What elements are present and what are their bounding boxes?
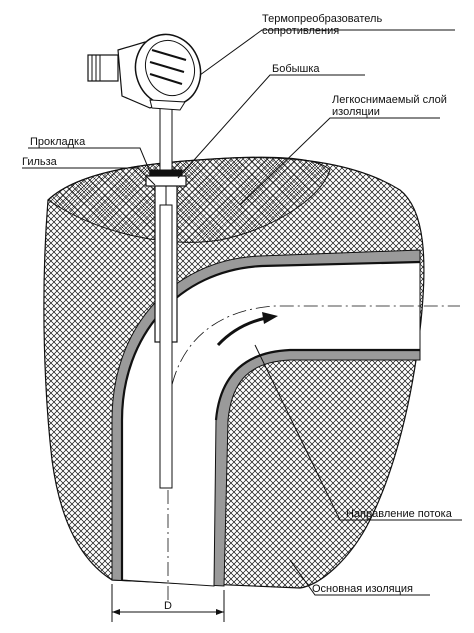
label-main-insulation: Основная изоляция (312, 583, 413, 595)
leader-sensor (199, 29, 455, 76)
label-sensor-line2: сопротивления (262, 25, 339, 37)
label-flow-direction: Направление потока (346, 508, 453, 520)
leader-flow (254, 344, 462, 521)
label-sleeve: Гильза (22, 156, 58, 168)
label-gasket: Прокладка (30, 136, 86, 148)
dim-arrow-left-icon (112, 609, 120, 615)
leader-gasket (28, 147, 151, 173)
label-removable-line2: изоляции (332, 106, 380, 118)
label-sensor-line1: Термопреобразователь (262, 13, 382, 25)
leader-boss (177, 74, 365, 179)
diameter-label: D (164, 600, 172, 612)
pipe-inner-wall (214, 348, 420, 421)
boss (145, 175, 187, 187)
sensor-head (87, 33, 202, 111)
gasket (149, 169, 183, 177)
label-boss: Бобышка (272, 63, 320, 75)
leader-removable (239, 117, 440, 206)
leader-main-insulation (289, 559, 430, 596)
sensor-probe (159, 204, 173, 489)
flow-arrow-icon (216, 316, 267, 347)
label-removable-line1: Легкоснимаемый слой (332, 94, 447, 106)
leader-sleeve (22, 167, 156, 186)
flow-arrowhead-icon (262, 312, 278, 324)
sensor-neck (159, 104, 173, 171)
dim-arrow-right-icon (216, 609, 224, 615)
